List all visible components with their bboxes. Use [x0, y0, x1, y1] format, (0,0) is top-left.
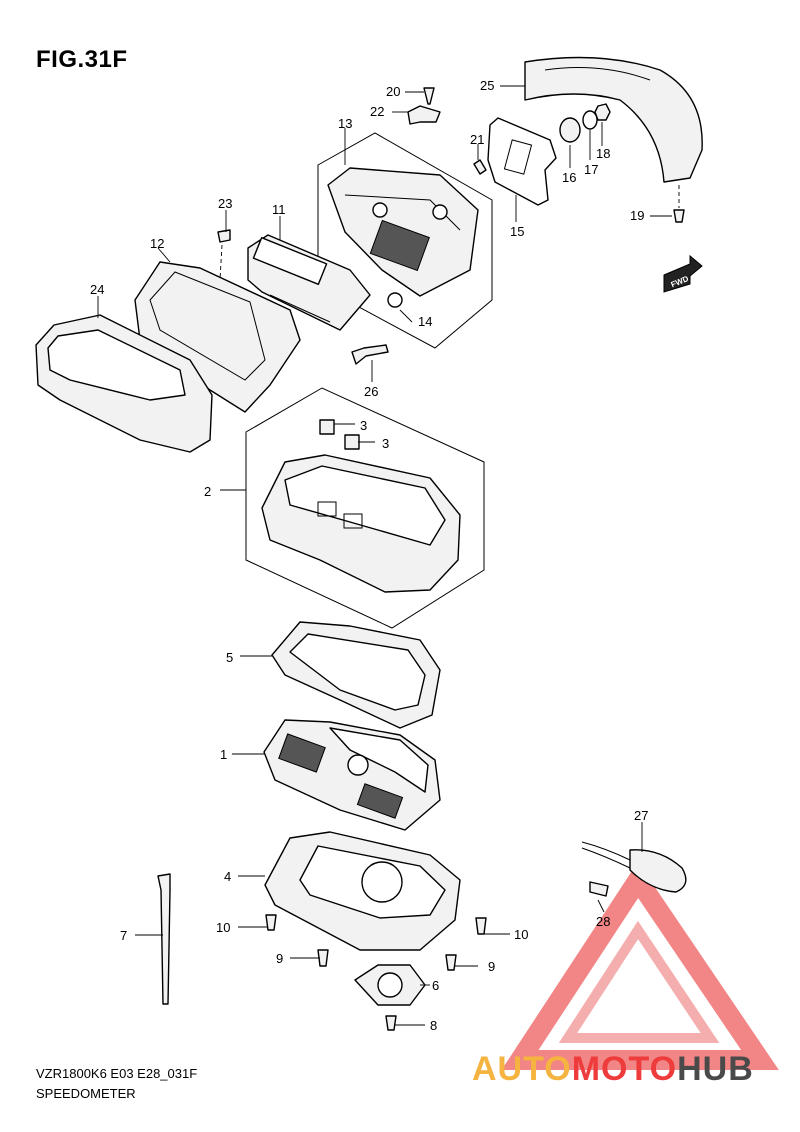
part-17-washer — [582, 110, 598, 130]
part-9-screw-left — [317, 949, 329, 967]
part-3-cushion-b — [344, 434, 360, 450]
diagram-code: VZR1800K6 E03 E28_031F — [36, 1066, 198, 1081]
callout-20: 20 — [386, 84, 400, 99]
part-20-screw — [423, 87, 435, 105]
callout-7: 7 — [120, 928, 127, 943]
part-26-bolt — [351, 344, 389, 365]
callout-21: 21 — [470, 132, 484, 147]
leader-lines — [97, 85, 672, 1026]
callout-10b: 10 — [514, 927, 528, 942]
callout-5: 5 — [226, 650, 233, 665]
callout-4: 4 — [224, 869, 231, 884]
callout-9a: 9 — [276, 951, 283, 966]
callout-13: 13 — [338, 116, 352, 131]
part-14-grommet — [387, 292, 403, 308]
callout-6: 6 — [432, 978, 439, 993]
figure-title: FIG.31F — [36, 46, 128, 73]
callout-9b: 9 — [488, 959, 495, 974]
callout-labels: 20 22 25 13 21 16 17 18 15 19 23 11 12 2… — [90, 78, 648, 1033]
callout-23: 23 — [218, 196, 232, 211]
part-3-cushion-a — [319, 419, 335, 435]
part-22-clamp — [407, 105, 441, 125]
part-19-screw — [673, 209, 685, 223]
callout-26: 26 — [364, 384, 378, 399]
part-16-bushing — [559, 117, 581, 143]
part-27-speed-sensor — [629, 849, 687, 893]
callout-28: 28 — [596, 914, 610, 929]
part-21-screw — [473, 159, 487, 175]
callout-22: 22 — [370, 104, 384, 119]
part-23-screw — [217, 229, 231, 243]
callout-3b: 3 — [382, 436, 389, 451]
callout-1: 1 — [220, 747, 227, 762]
part-10-screw-left — [265, 914, 277, 931]
part-8-screw — [385, 1015, 397, 1031]
callout-3a: 3 — [360, 418, 367, 433]
callout-19: 19 — [630, 208, 644, 223]
part-10-screw-right — [475, 917, 487, 935]
watermark-auto: AUTO — [472, 1050, 572, 1088]
part-15-bracket — [487, 117, 557, 206]
fwd-arrow: FWD — [663, 254, 703, 293]
callout-11: 11 — [272, 202, 286, 217]
diagram-name: SPEEDOMETER — [36, 1086, 136, 1101]
part-9-screw-right — [445, 954, 457, 971]
callout-17: 17 — [584, 162, 598, 177]
part-18-nut — [594, 103, 611, 121]
callout-18: 18 — [596, 146, 610, 161]
part-28-bolt — [589, 881, 609, 897]
callout-14: 14 — [418, 314, 432, 329]
part-25-cover — [524, 56, 703, 183]
callout-24: 24 — [90, 282, 104, 297]
watermark-text: AUTOMOTOHUB — [472, 1050, 754, 1088]
callout-2: 2 — [204, 484, 211, 499]
assembly-outline-2 — [245, 387, 485, 629]
watermark-hub: HUB — [677, 1050, 754, 1088]
callout-8: 8 — [430, 1018, 437, 1033]
callout-15: 15 — [510, 224, 524, 239]
callout-10a: 10 — [216, 920, 230, 935]
callout-27: 27 — [634, 808, 648, 823]
part-7-cable-tie — [157, 873, 171, 1005]
callout-12: 12 — [150, 236, 164, 251]
callout-16: 16 — [562, 170, 576, 185]
watermark-moto: MOTO — [572, 1050, 677, 1088]
watermark-logo — [501, 861, 779, 1070]
callout-25: 25 — [480, 78, 494, 93]
